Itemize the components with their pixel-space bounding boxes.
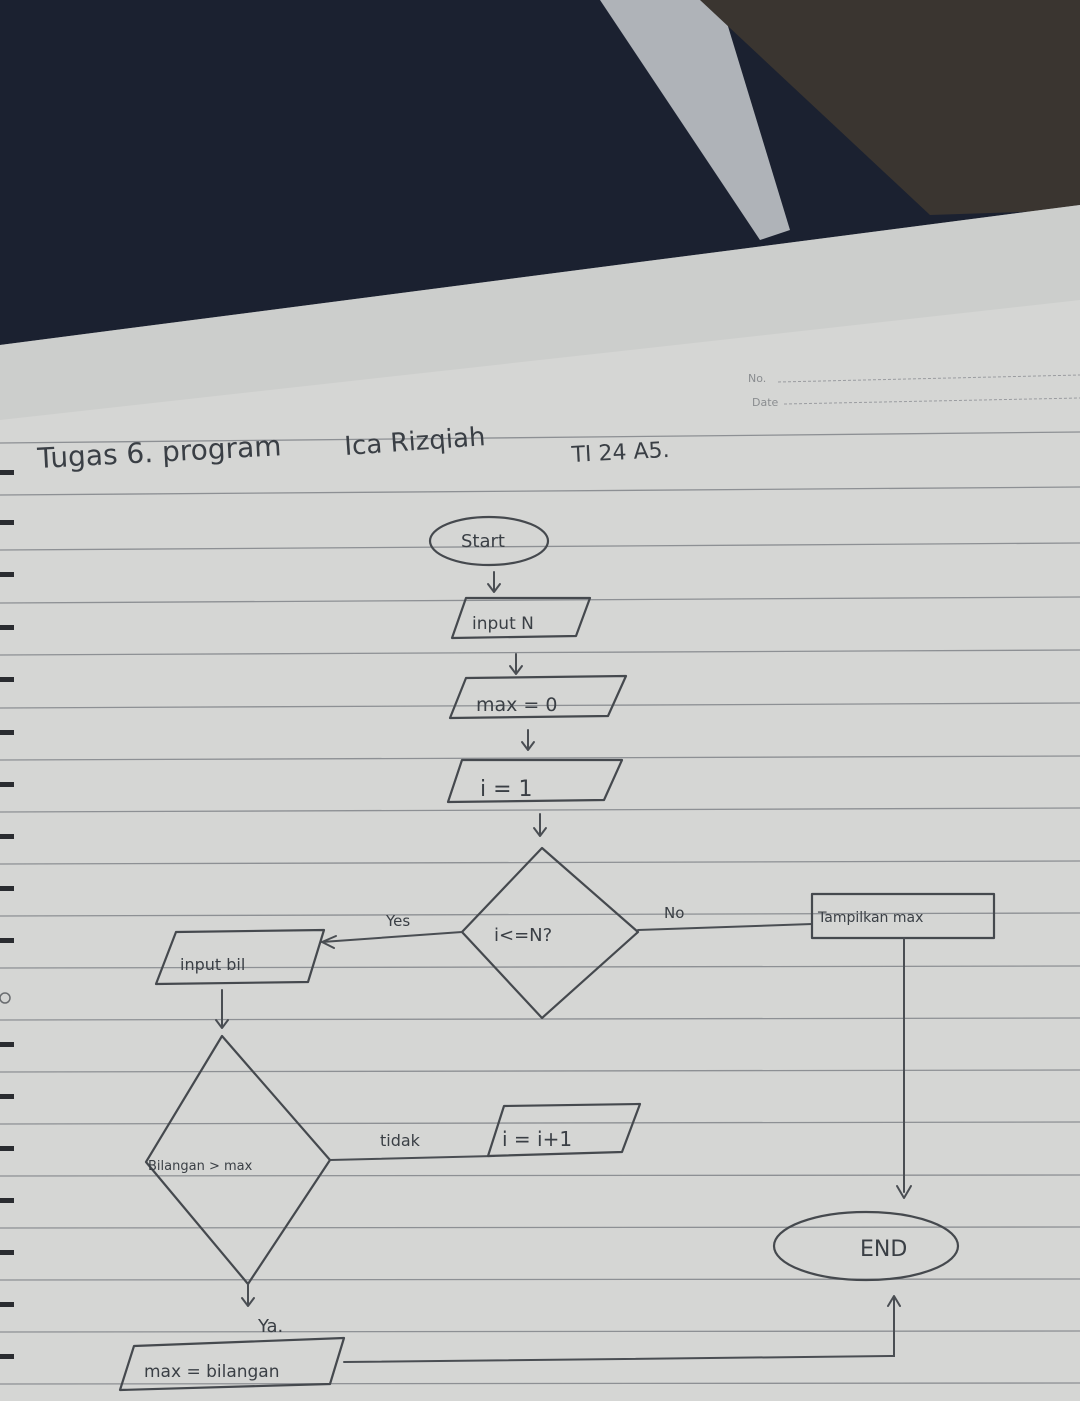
max-init-node: max = 0 xyxy=(448,674,628,720)
i-init-label: i = 1 xyxy=(480,777,533,802)
tidak-connector xyxy=(329,1155,495,1161)
page-header: No. Date xyxy=(748,372,1080,409)
compare-label: Bilangan > max xyxy=(148,1159,253,1174)
max-init-shape xyxy=(448,674,628,720)
no-connector xyxy=(637,923,813,931)
yes-arrowhead xyxy=(321,935,337,949)
increment-label: i = i+1 xyxy=(502,1127,572,1151)
arrow-input-to-max xyxy=(509,653,523,675)
ya-label: Ya. xyxy=(257,1316,283,1337)
assign-to-end-arrowhead xyxy=(887,1295,901,1307)
start-label: Start xyxy=(461,531,505,552)
no-label: No. xyxy=(748,372,766,385)
class-label: TI 24 A5. xyxy=(570,438,670,468)
i-init-node: i = 1 xyxy=(446,758,624,804)
input-bil-label: input bil xyxy=(180,955,245,974)
start-shape xyxy=(428,515,550,567)
input-bil-shape xyxy=(154,928,326,986)
yes-label: Yes xyxy=(385,912,410,930)
fabric-shadow xyxy=(700,0,1080,215)
show-to-end-arrowhead xyxy=(896,1185,912,1199)
input-n-label: input N xyxy=(472,614,534,634)
assign-max-node: max = bilangan xyxy=(118,1336,346,1392)
ruled-lines xyxy=(0,431,1080,1385)
max-init-label: max = 0 xyxy=(476,694,557,716)
arrow-i-to-decision xyxy=(533,813,547,837)
loop-decision: i<=N? xyxy=(460,846,640,1020)
i-init-shape xyxy=(446,758,624,804)
tidak-label: tidak xyxy=(380,1131,421,1150)
paper-shade xyxy=(0,205,1080,420)
increment-node: i = i+1 xyxy=(486,1102,642,1158)
input-n-shape xyxy=(450,596,592,640)
loop-decision-shape xyxy=(460,846,640,1020)
yes-connector xyxy=(321,931,463,943)
show-max-label: Tampilkan max xyxy=(817,910,923,926)
input-n-node: input N xyxy=(450,596,592,640)
date-label: Date xyxy=(752,396,779,409)
assign-max-label: max = bilangan xyxy=(144,1362,280,1382)
no-label: No xyxy=(664,904,684,922)
loop-decision-label: i<=N? xyxy=(494,925,552,946)
arrow-max-to-i xyxy=(521,729,535,751)
binding-holes xyxy=(0,470,14,1359)
end-terminator: END xyxy=(772,1210,960,1282)
end-shape xyxy=(772,1210,960,1282)
start-terminator: Start xyxy=(428,515,550,567)
arrow-start-to-input xyxy=(487,571,501,593)
input-bil-node: input bil xyxy=(154,928,326,986)
assign-to-end-connector xyxy=(343,1297,895,1363)
increment-shape xyxy=(486,1102,642,1158)
end-label: END xyxy=(860,1237,907,1262)
fabric-stripe xyxy=(600,0,790,240)
paper-sheet xyxy=(0,205,1080,1401)
arrow-input-to-compare xyxy=(215,989,229,1029)
ya-arrow xyxy=(241,1283,255,1307)
assign-max-shape xyxy=(118,1336,346,1392)
